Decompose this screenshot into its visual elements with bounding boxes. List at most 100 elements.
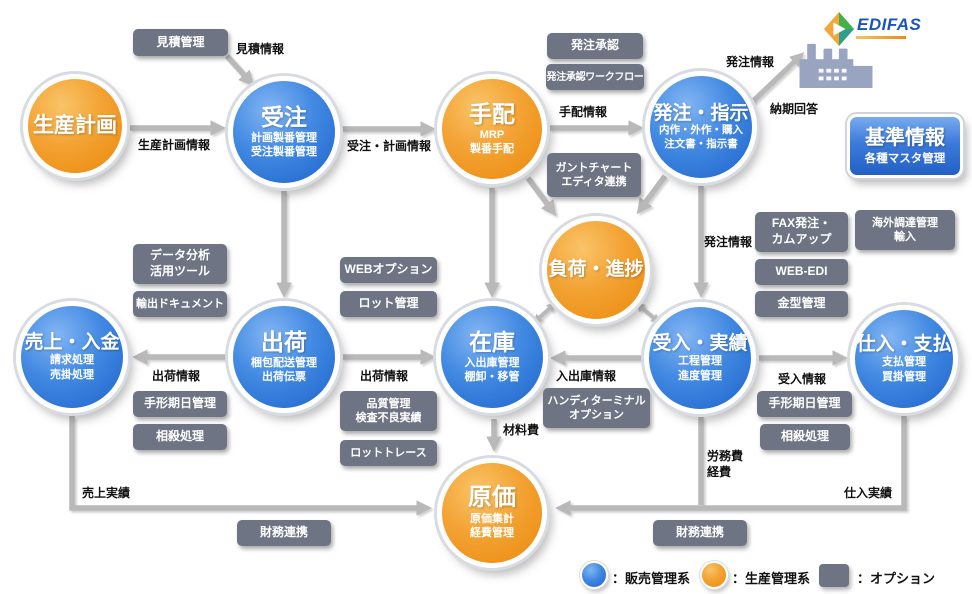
node-sales-deposit-sub1: 請求処理 [50, 354, 94, 367]
node-purchasing-payment-sub2: 買掛管理 [882, 370, 926, 383]
node-receiving-title: 受入・実績 [652, 333, 748, 355]
edifas-logo-underline [856, 36, 906, 39]
option-export-doc: 輸出ドキュメント [133, 291, 227, 317]
option-data-analysis-line1: データ分析 [149, 248, 210, 263]
legend-production-label: ：生産管理系 [732, 571, 811, 586]
option-lot-mgmt-label: ロット管理 [358, 296, 419, 311]
flow-label-po-info-top: 発注情報 [726, 55, 775, 69]
node-load-progress-title: 負荷・進捗 [548, 259, 644, 281]
flow-label-purchase-result: 仕入実績 [844, 486, 893, 500]
option-fax-order: FAX発注・ カムアップ [755, 212, 848, 252]
master-info-title: 基準情報 [865, 126, 945, 149]
node-arrange: 手配 MRP 製番手配 [437, 74, 547, 184]
option-offset-left: 相殺処理 [133, 424, 227, 450]
node-arrange-sub2: 製番手配 [470, 142, 514, 155]
option-bill-due-right: 手形期日管理 [757, 391, 852, 417]
node-cost-title: 原価 [468, 484, 516, 512]
edifas-logo-text: EDIFAS [857, 15, 922, 34]
node-load-progress: 負荷・進捗 [542, 216, 650, 324]
option-mold: 金型管理 [755, 291, 848, 317]
flow-label-material-cost: 材料費 [503, 423, 540, 437]
option-lot-mgmt: ロット管理 [340, 291, 437, 317]
option-po-workflow: 発注承認ワークフロー [546, 64, 644, 90]
master-info-subtitle: 各種マスタ管理 [864, 152, 946, 165]
legend-option-box-icon [819, 564, 849, 587]
option-gantt: ガントチャート エディタ連携 [547, 153, 641, 197]
option-offset-left-label: 相殺処理 [155, 429, 204, 444]
flow-label-po-info: 発注情報 [704, 235, 753, 249]
node-cost-sub2: 経費管理 [470, 527, 514, 540]
legend-sales-dot-icon [580, 561, 608, 589]
node-purchasing-payment-title: 仕入・支払 [856, 334, 952, 356]
node-shipping-sub2: 出荷伝票 [262, 370, 306, 383]
option-bill-due-right-label: 手形期日管理 [768, 396, 841, 411]
option-finance-right-label: 財務連携 [675, 525, 724, 540]
node-cost-sub1: 原価集計 [470, 513, 514, 526]
legend-sales-label: ：販売管理系 [612, 571, 691, 586]
option-estimate-label: 見積管理 [156, 34, 205, 49]
legend-option-label: ：オプション [857, 571, 936, 586]
flow-label-production-plan-info: 生産計画情報 [138, 138, 211, 152]
flow-label-estimate-info: 見積情報 [236, 42, 285, 56]
node-purchase-order-sub1: 内作・外作・購入 [659, 123, 743, 136]
option-web-option-label: WEBオプション [344, 262, 433, 277]
option-gantt-line2: エディタ連携 [561, 176, 627, 188]
node-sales-deposit: 売上・入金 請求処理 売掛処理 [16, 301, 128, 413]
node-order-sub1: 計画製番管理 [251, 131, 317, 144]
flow-label-shipping-info-left: 出荷情報 [152, 369, 201, 383]
node-inventory: 在庫 入出庫管理 棚卸・移管 [436, 301, 548, 413]
option-finance-left: 財務連携 [237, 520, 331, 546]
flow-label-receiving-info: 受入情報 [778, 372, 827, 386]
option-bill-due-left: 手形期日管理 [133, 391, 227, 417]
flow-label-inout-info: 入出庫情報 [556, 369, 617, 383]
option-mold-label: 金型管理 [777, 296, 826, 311]
option-quality-line2: 検査不良実績 [355, 412, 422, 424]
node-purchasing-payment: 仕入・支払 支払管理 買掛管理 [850, 305, 958, 413]
flow-label-shipping-info-center: 出荷情報 [360, 369, 409, 383]
option-finance-left-label: 財務連携 [259, 525, 308, 540]
node-inventory-title: 在庫 [469, 328, 515, 355]
option-fax-order-line1: FAX発注・ [771, 216, 832, 231]
node-inventory-sub1: 入出庫管理 [464, 356, 520, 369]
node-order-title: 受注 [261, 103, 307, 130]
node-receiving-sub2: 進度管理 [678, 369, 722, 382]
option-overseas-line1: 海外調達管理 [872, 216, 938, 229]
option-overseas-line2: 輸入 [894, 231, 916, 243]
option-po-workflow-label: 発注承認ワークフロー [546, 71, 644, 83]
flow-label-delivery-reply: 納期回答 [770, 102, 819, 116]
option-web-option: WEBオプション [340, 257, 437, 283]
option-bill-due-left-label: 手形期日管理 [143, 396, 216, 411]
flow-label-labor-cost: 労務費 [707, 449, 744, 463]
option-handy-line1: ハンディターミナル [547, 394, 646, 407]
node-production-plan-title: 生産計画 [33, 114, 117, 138]
master-info-box: 基準情報 各種マスタ管理 [847, 114, 963, 178]
option-quality-line1: 品質管理 [366, 397, 411, 410]
option-export-doc-label: 輸出ドキュメント [136, 297, 224, 310]
flow-label-arrange-info: 手配情報 [559, 105, 608, 119]
factory-icon [799, 43, 873, 88]
option-lot-trace-label: ロットトレース [350, 446, 427, 459]
node-order: 受注 計画製番管理 受注製番管理 [228, 76, 340, 188]
edifas-logo-icon [823, 12, 855, 46]
option-data-analysis: データ分析 活用ツール [133, 244, 227, 284]
node-shipping-sub1: 梱包配送管理 [251, 356, 317, 369]
flow-label-order-plan-info: 受注・計画情報 [347, 139, 432, 153]
legend-production-dot-icon [700, 561, 728, 589]
node-purchase-order-title: 発注・指示 [653, 102, 749, 124]
node-sales-deposit-title: 売上・入金 [24, 332, 120, 354]
node-receiving-sub1: 工程管理 [678, 355, 722, 368]
flow-label-sales-result: 売上実績 [82, 486, 131, 500]
option-handy-line2: オプション [569, 409, 624, 421]
option-web-edi: WEB-EDI [755, 259, 848, 285]
node-purchase-order-sub2: 注文書・指示書 [664, 137, 738, 150]
option-fax-order-line2: カムアップ [771, 232, 832, 246]
option-po-approval-label: 発注承認 [570, 38, 619, 53]
option-gantt-line1: ガントチャート [555, 161, 633, 174]
node-shipping-title: 出荷 [261, 328, 307, 355]
option-lot-trace: ロットトレース [340, 440, 437, 466]
option-quality: 品質管理 検査不良実績 [340, 391, 437, 431]
option-data-analysis-line2: 活用ツール [149, 264, 210, 278]
node-production-plan: 生産計画 [23, 74, 127, 178]
option-web-edi-label: WEB-EDI [775, 264, 828, 279]
